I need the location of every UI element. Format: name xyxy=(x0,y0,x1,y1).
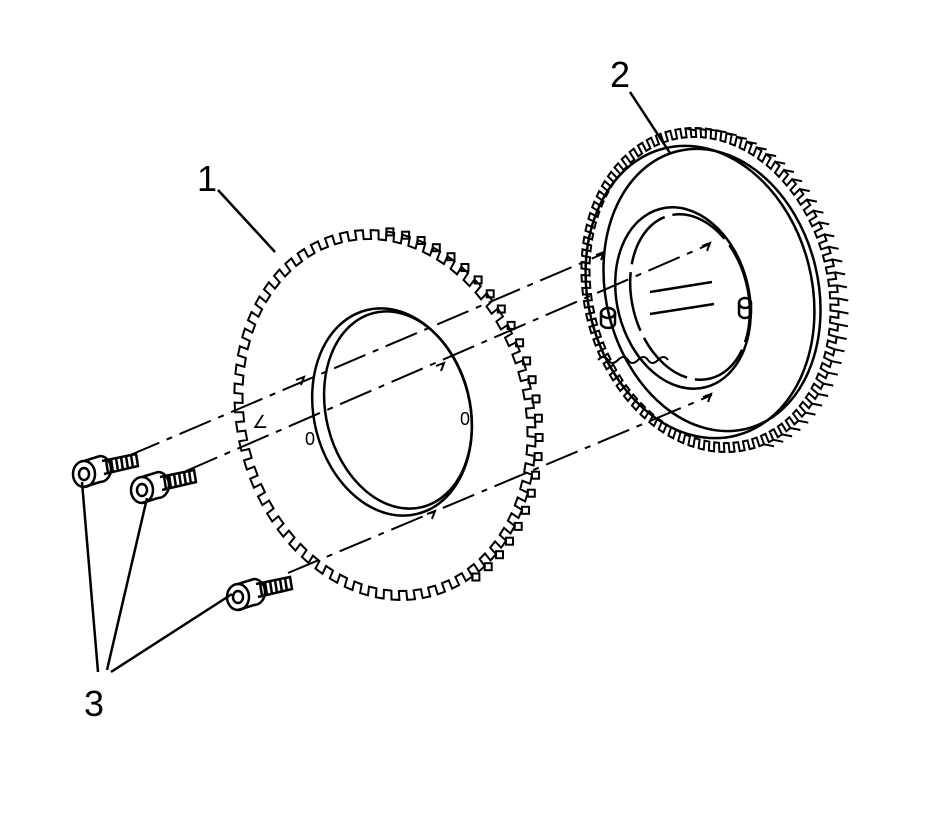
gear-teeth xyxy=(580,126,840,454)
reluctor-ring-icon: 0 0 ∠ xyxy=(233,227,544,601)
alignment-lines xyxy=(127,241,713,574)
bolts-group xyxy=(71,452,294,612)
bolt-icon xyxy=(71,452,140,489)
callout-3-label: 3 xyxy=(84,683,105,724)
gear-icon xyxy=(580,126,849,454)
svg-text:0: 0 xyxy=(305,429,315,449)
bolt-icon xyxy=(225,575,294,612)
callout-1-label: 1 xyxy=(197,158,218,199)
leader-lines xyxy=(80,91,672,674)
ring-teeth xyxy=(233,229,537,601)
callout-2-label: 2 xyxy=(610,54,631,95)
svg-text:∠: ∠ xyxy=(252,412,268,432)
bolt-icon xyxy=(129,468,198,505)
svg-text:0: 0 xyxy=(460,409,470,429)
